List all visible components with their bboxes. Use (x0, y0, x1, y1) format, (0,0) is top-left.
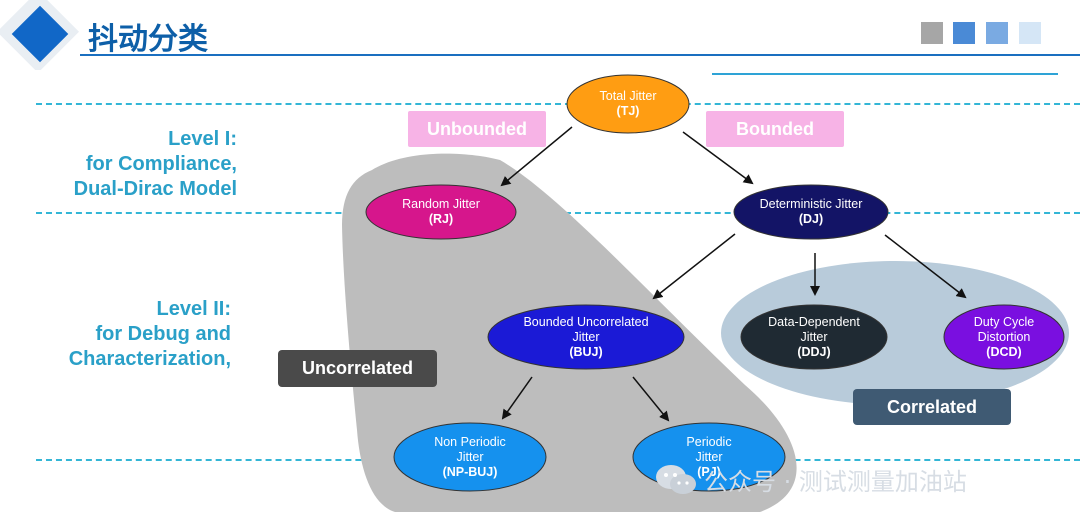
node-bounded-uncorrelated-jitter (487, 304, 685, 370)
watermark-text: 公众号 · 测试测量加油站 (704, 468, 967, 496)
tag-uncorrelated: Uncorrelated (278, 350, 437, 387)
arrow-tj-dj (682, 131, 754, 185)
arrow-dj-buj (652, 233, 736, 300)
node-non-periodic-jitter (393, 422, 547, 492)
level-1-label: Level I: for Compliance, Dual-Dirac Mode… (73, 128, 237, 200)
header-square-2 (953, 22, 975, 44)
tag-unbounded: Unbounded (408, 111, 546, 147)
arrow-buj-npbuj (501, 376, 533, 420)
wechat-icon (656, 464, 696, 494)
watermark: 公众号 · 测试测量加油站 (654, 462, 967, 497)
node-data-dependent-jitter (740, 304, 888, 370)
node-deterministic-jitter (733, 184, 889, 240)
header-square-4 (1019, 22, 1041, 44)
node-total-jitter (566, 74, 690, 134)
node-label-dcd: Duty Cycle Distortion (DCD) (973, 314, 1035, 359)
header-sub-rule (712, 73, 1058, 75)
arrow-dj-dcd (884, 234, 967, 299)
node-label-dj: Deterministic Jitter (DJ) (759, 197, 863, 226)
logo-diamond-icon (0, 0, 80, 70)
node-duty-cycle-distortion (943, 304, 1065, 370)
header: 抖动分类 (0, 0, 1080, 75)
header-rule (80, 54, 1080, 56)
node-label-tj: Total Jitter (TJ) (599, 89, 657, 118)
arrow-buj-pj (632, 376, 670, 422)
header-square-3 (986, 22, 1008, 44)
tag-bounded: Bounded (706, 111, 844, 147)
page-title: 抖动分类 (88, 22, 208, 57)
node-label-pj: Periodic Jitter (PJ) (686, 434, 732, 479)
node-label-rj: Random Jitter (RJ) (402, 197, 480, 226)
level-2-label: Level II: for Debug and Characterization… (68, 298, 231, 370)
node-label-npbuj: Non Periodic Jitter (NP-BUJ) (434, 434, 506, 479)
node-label-ddj: Data-Dependent Jitter (DDJ) (768, 314, 860, 359)
header-square-1 (921, 22, 943, 44)
tag-correlated: Correlated (853, 389, 1011, 425)
node-random-jitter (365, 184, 517, 240)
dashed-divider-1 (36, 103, 1080, 105)
node-label-buj: Bounded Uncorrelated Jitter (BUJ) (523, 314, 649, 359)
arrow-tj-rj (500, 126, 573, 187)
